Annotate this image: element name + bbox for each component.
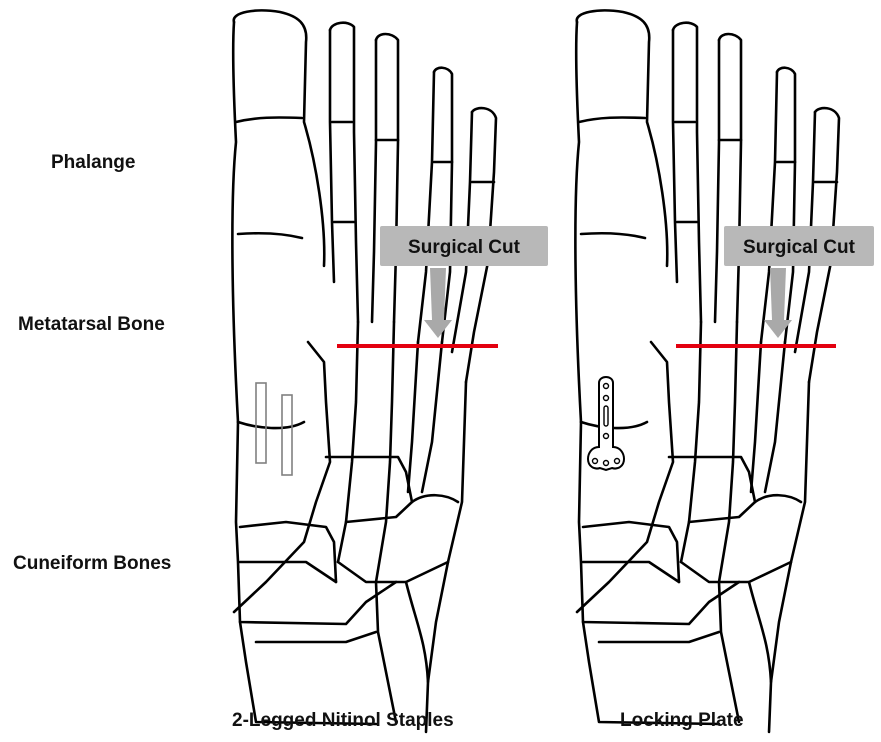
nitinol-staple-1 — [256, 383, 266, 463]
surgical-cut-arrow-left — [424, 268, 452, 338]
caption-locking-plate: Locking Plate — [620, 710, 744, 732]
nitinol-staple-2 — [282, 395, 292, 475]
surgical-cut-label-right: Surgical Cut — [743, 237, 856, 258]
locking-plate — [588, 377, 624, 470]
caption-nitinol-staples: 2-Legged Nitinol Staples — [232, 710, 454, 732]
foot-outline-right — [575, 10, 839, 732]
foot-outline-left — [232, 10, 496, 732]
surgical-cut-label-left: Surgical Cut — [408, 237, 521, 258]
